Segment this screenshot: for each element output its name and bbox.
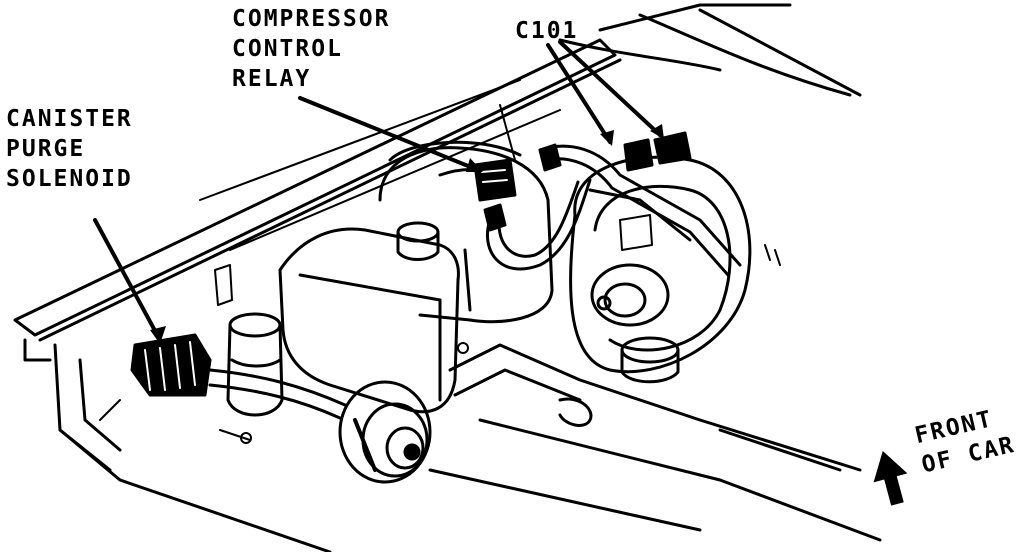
coolant-bottle [278,221,460,414]
c101-connector [538,131,692,172]
label-compressor-control-relay: COMPRESSOR CONTROL RELAY [232,4,390,94]
label-compressor: COMPRESSOR [232,6,391,32]
label-solenoid: SOLENOID [6,166,133,192]
engine-block [428,343,882,542]
label-relay: RELAY [232,66,312,92]
label-c101-text: C101 [515,18,579,44]
reservoir-cap [620,336,680,384]
leader-lines [93,40,662,342]
front-arrow [873,450,908,506]
label-canister-purge-solenoid: CANISTER PURGE SOLENOID [6,104,133,194]
bay-details [99,214,781,444]
label-canister: CANISTER [6,106,133,132]
vacuum-hose [208,368,347,420]
canister-purge-solenoid [130,333,212,397]
label-control: CONTROL [232,36,343,62]
arrowheads [150,124,664,344]
evap-canister [226,312,284,417]
label-purge: PURGE [6,136,86,162]
label-c101: C101 [515,16,578,46]
hood-edge [558,3,862,97]
pulley [338,380,432,484]
compressor-control-relay [473,158,517,232]
